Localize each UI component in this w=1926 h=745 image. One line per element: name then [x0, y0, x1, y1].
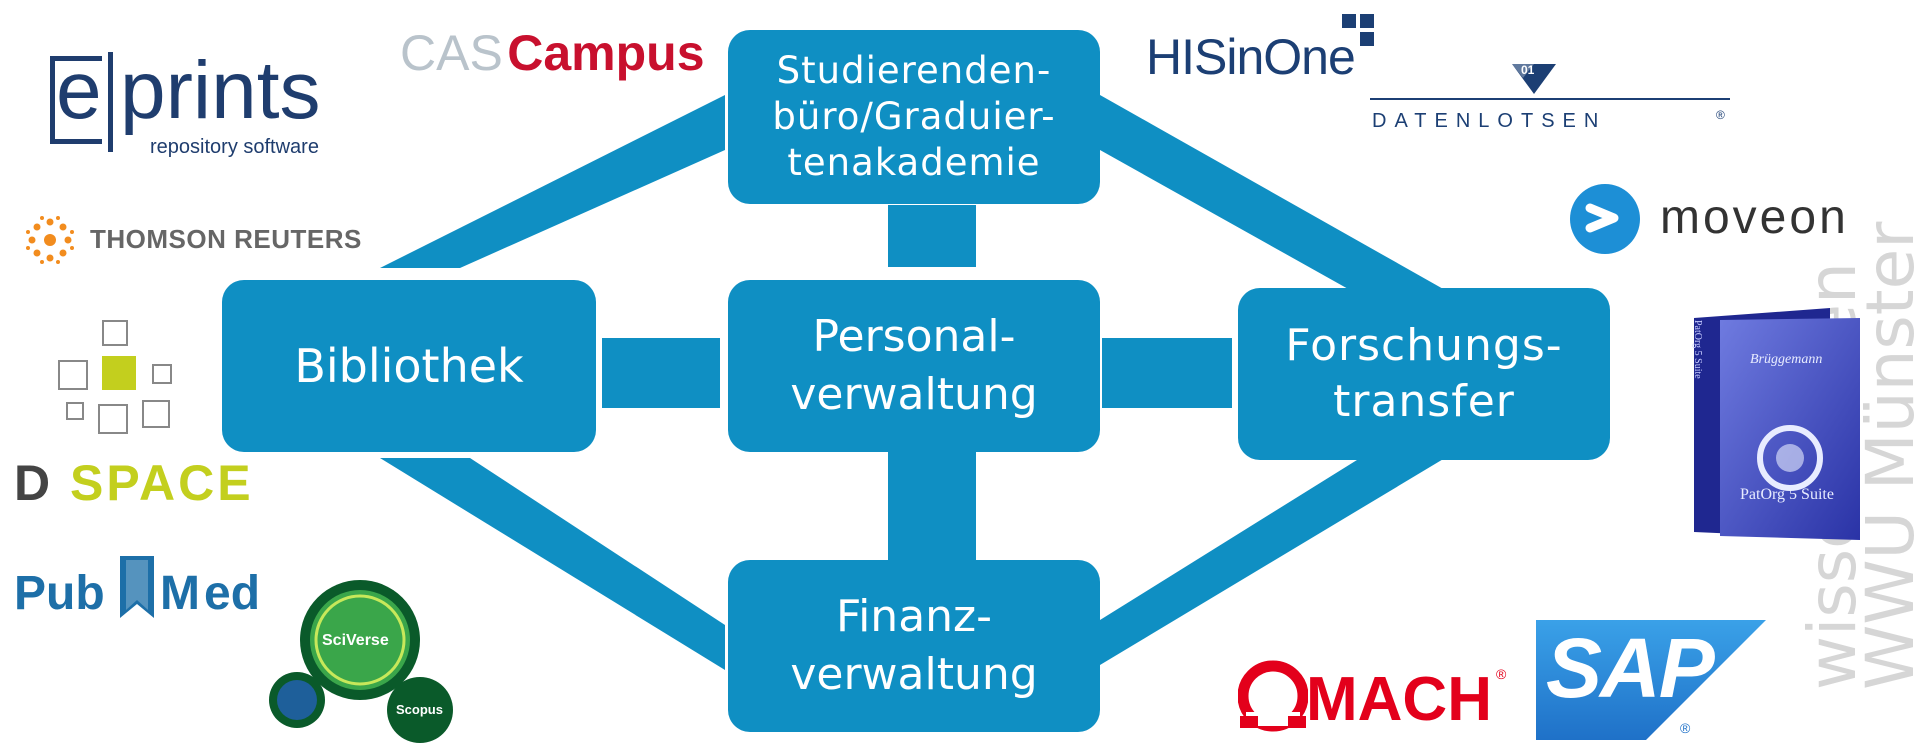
- datenlotsen-flag-icon: [1512, 64, 1556, 94]
- dspace-square-yellow: [102, 356, 136, 390]
- datenlotsen-logo: 01 DATENLOTSEN ®: [1370, 58, 1730, 138]
- dspace-space: SPACE: [70, 455, 254, 511]
- connector-center-bottom: [888, 448, 976, 560]
- connector-top-left: [380, 95, 725, 268]
- datenlotsen-text: DATENLOTSEN: [1372, 110, 1607, 132]
- patorg-side: PatOrg 5 Suite: [1692, 320, 1703, 379]
- moveon-arrow-icon: [1570, 184, 1640, 254]
- node-top-line-3: tenakademie: [787, 141, 1041, 184]
- node-left-line-1: Bibliothek: [294, 339, 524, 393]
- patorg-title: PatOrg 5 Suite: [1740, 486, 1834, 503]
- moveon-logo: moveon: [1568, 182, 1908, 262]
- dspace-wordmark: D SPACE: [14, 454, 254, 512]
- node-right-line-2: transfer: [1333, 376, 1515, 427]
- patorg-box-icon: [1694, 308, 1860, 540]
- omach-logo: MACH ®: [1238, 660, 1518, 738]
- connector-center-right: [1102, 338, 1232, 408]
- scopus-circle-icon: [387, 677, 453, 743]
- moveon-text: moveon: [1660, 191, 1849, 244]
- node-bottom-line-1: Finanz-: [835, 591, 993, 642]
- eprints-prints: prints: [120, 45, 321, 136]
- thomson-reuters-logo: THOMSON REUTERS: [24, 214, 364, 264]
- omach-reg: ®: [1496, 666, 1507, 682]
- dspace-d: D: [14, 455, 54, 511]
- scopus-text: Scopus: [396, 702, 443, 717]
- pubmed-ed: ed: [204, 567, 261, 620]
- node-studierendenbuero: Studierenden- büro/Graduier- tenakademie: [728, 30, 1100, 204]
- node-bibliothek: Bibliothek: [222, 280, 596, 452]
- datenlotsen-reg: ®: [1716, 108, 1725, 122]
- patorg-brand: Brüggemann: [1750, 352, 1823, 367]
- datenlotsen-flag-text: 01: [1521, 63, 1535, 77]
- node-finanzverwaltung: Finanz- verwaltung: [728, 560, 1100, 732]
- hisinone-text: HISinOne: [1146, 29, 1356, 85]
- node-right-line-1: Forschungs-: [1285, 320, 1563, 371]
- cas-campus-logo: CAS Campus: [400, 24, 705, 82]
- connector-top-center: [888, 205, 976, 267]
- eprints-divider: [108, 52, 113, 152]
- pubmed-pub: Pub: [14, 567, 105, 620]
- dspace-square-6: [142, 400, 170, 428]
- sap-reg: ®: [1680, 720, 1691, 736]
- node-bottom-line-2: verwaltung: [790, 649, 1038, 700]
- node-forschungstransfer: Forschungs- transfer: [1238, 288, 1610, 460]
- sciverse-text: SciVerse: [322, 632, 389, 649]
- pubmed-logo: Pub M ed: [14, 552, 284, 632]
- omach-circle-icon: [1238, 660, 1308, 732]
- thomson-reuters-text: THOMSON REUTERS: [90, 224, 362, 254]
- dspace-square-1: [102, 320, 128, 346]
- connector-top-right: [1100, 95, 1445, 290]
- thomson-reuters-dot-icon: [26, 216, 74, 264]
- node-top-line-2: büro/Graduier-: [772, 95, 1056, 138]
- dspace-square-2: [58, 360, 88, 390]
- sap-text: SAP: [1546, 621, 1715, 715]
- campus-text: Campus: [507, 25, 705, 81]
- hisinone-logo: HISinOne: [1146, 14, 1386, 85]
- eprints-logo: e prints repository software: [50, 45, 370, 162]
- pubmed-m: M: [160, 567, 200, 620]
- connector-right-bottom: [1100, 455, 1450, 665]
- node-center-line-2: verwaltung: [790, 369, 1038, 420]
- node-center-line-1: Personal-: [812, 311, 1016, 362]
- eprints-tagline: repository software: [150, 136, 319, 158]
- omach-text: MACH: [1306, 665, 1492, 734]
- eprints-e: e: [56, 45, 102, 136]
- pubmed-book-icon: [120, 556, 154, 618]
- sap-logo-shape: [1536, 620, 1766, 740]
- dspace-logo: D SPACE: [14, 320, 251, 511]
- node-top-line-1: Studierenden-: [776, 49, 1052, 92]
- connector-left-bottom: [380, 458, 725, 670]
- connector-left-center: [602, 338, 720, 408]
- dspace-square-3: [152, 364, 172, 384]
- datenlotsen-line: [1370, 98, 1730, 100]
- dspace-square-5: [98, 404, 128, 434]
- dspace-square-4: [66, 402, 84, 420]
- sciverse-logo: [269, 580, 453, 743]
- node-personalverwaltung: Personal- verwaltung: [728, 280, 1100, 452]
- cas-text: CAS: [400, 25, 503, 81]
- hisinone-square-icon: [1342, 14, 1378, 50]
- eprints-e-box: [50, 56, 102, 144]
